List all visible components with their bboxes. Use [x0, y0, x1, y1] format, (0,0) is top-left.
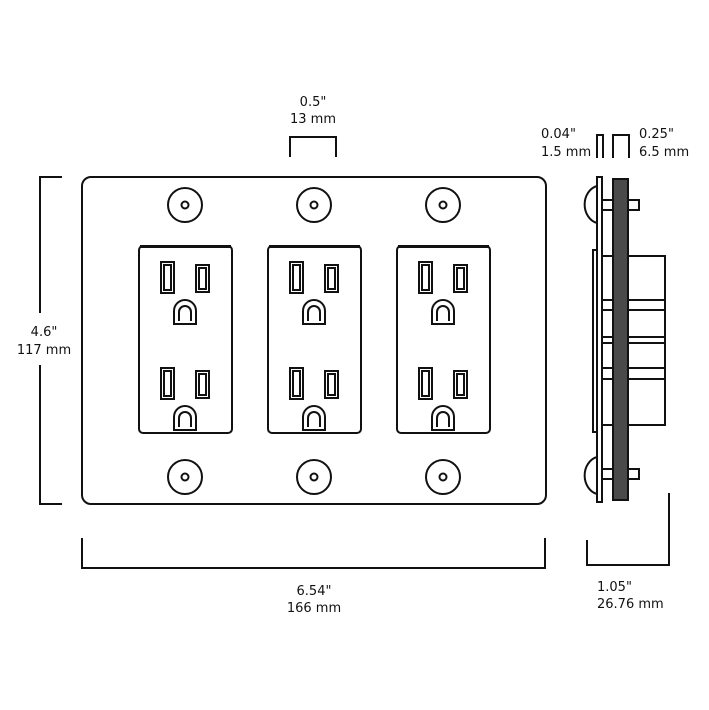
screw-hole: [309, 200, 319, 210]
backplate-thickness-mm: 6.5 mm: [639, 145, 689, 160]
plate-thickness-mm: 1.5 mm: [541, 145, 591, 160]
hot-slot: [195, 370, 210, 399]
neutral-slot: [418, 367, 433, 400]
receptacle: [138, 245, 233, 434]
height-inches: 4.6": [31, 325, 58, 340]
screw-icon: [296, 187, 332, 223]
screw-icon: [167, 187, 203, 223]
thickness-brackets: [596, 134, 630, 158]
spacing-mm: 13 mm: [290, 112, 336, 127]
depth-inches: 1.05": [597, 580, 632, 595]
height-mm: 117 mm: [17, 343, 71, 358]
width-inches: 6.54": [297, 584, 332, 599]
ground-hole: [173, 299, 197, 325]
face-plate-edge: [596, 176, 603, 503]
neutral-slot-inner: [421, 370, 430, 397]
hot-slot-inner: [327, 267, 336, 290]
screw-head-top: [583, 184, 598, 225]
ground-hole: [173, 405, 197, 431]
backplate-thickness-inches: 0.25": [639, 127, 674, 142]
receptacle-ribs: [602, 299, 665, 380]
screw-hole: [438, 472, 448, 482]
hot-slot-inner: [327, 373, 336, 396]
ground-hole: [431, 405, 455, 431]
side-view: [583, 134, 670, 566]
neutral-slot: [160, 367, 175, 400]
receptacle-body: [601, 255, 666, 426]
hot-slot: [195, 264, 210, 293]
neutral-slot-inner: [292, 264, 301, 291]
screw-hole: [438, 200, 448, 210]
plate-thickness-inches: 0.04": [541, 127, 576, 142]
neutral-slot-inner: [163, 370, 172, 397]
neutral-slot: [289, 261, 304, 294]
receptacle: [267, 245, 362, 434]
spacing-dimension-bracket: [289, 136, 337, 157]
receptacle: [396, 245, 491, 434]
ground-hole-inner: [436, 411, 450, 427]
ground-hole-inner: [307, 305, 321, 321]
screw-icon: [425, 459, 461, 495]
hot-slot-inner: [456, 373, 465, 396]
ground-hole-inner: [178, 305, 192, 321]
depth-dimension-bracket: [586, 493, 670, 566]
hot-slot: [453, 264, 468, 293]
hot-slot-inner: [198, 267, 207, 290]
neutral-slot: [418, 261, 433, 294]
width-mm: 166 mm: [287, 601, 341, 616]
neutral-slot: [160, 261, 175, 294]
neutral-slot-inner: [292, 370, 301, 397]
screw-hole: [180, 200, 190, 210]
screw-icon: [425, 187, 461, 223]
depth-mm: 26.76 mm: [597, 597, 664, 612]
hot-slot-inner: [198, 373, 207, 396]
ground-hole: [302, 299, 326, 325]
spacing-inches: 0.5": [300, 95, 327, 110]
neutral-slot: [289, 367, 304, 400]
hot-slot: [453, 370, 468, 399]
height-dimension-bracket: [39, 176, 62, 505]
backplate-edge: [612, 178, 629, 501]
neutral-slot-inner: [421, 264, 430, 291]
screw-icon: [296, 459, 332, 495]
front-plate: [81, 176, 547, 505]
screw-hole: [309, 472, 319, 482]
screw-icon: [167, 459, 203, 495]
screw-head-bottom: [583, 455, 598, 496]
width-dimension-bracket: [81, 538, 546, 569]
hot-slot: [324, 370, 339, 399]
neutral-slot-inner: [163, 264, 172, 291]
screw-hole: [180, 472, 190, 482]
hot-slot: [324, 264, 339, 293]
ground-hole: [302, 405, 326, 431]
ground-hole-inner: [436, 305, 450, 321]
ground-hole: [431, 299, 455, 325]
ground-hole-inner: [178, 411, 192, 427]
ground-hole-inner: [307, 411, 321, 427]
hot-slot-inner: [456, 267, 465, 290]
